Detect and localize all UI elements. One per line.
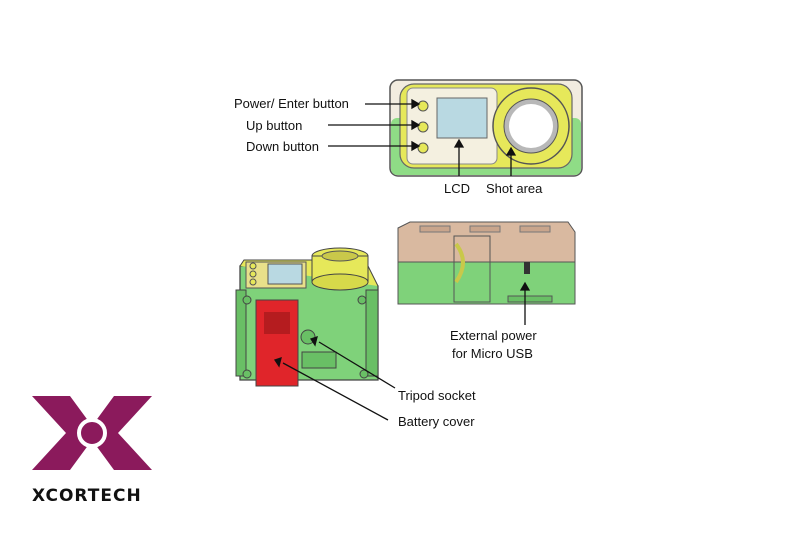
lcd-screen bbox=[436, 97, 488, 139]
down-button-shape bbox=[417, 142, 429, 154]
micro-usb-port bbox=[524, 262, 530, 274]
power-enter-button-label: Power/ Enter button bbox=[234, 96, 349, 111]
down-button-label: Down button bbox=[246, 139, 319, 154]
up-button-label: Up button bbox=[246, 118, 303, 133]
tripod-socket-label: Tripod socket bbox=[398, 388, 476, 403]
lcd-label: LCD bbox=[444, 181, 471, 196]
shot-area-label: Shot area bbox=[486, 181, 543, 196]
micro-usb-label: for Micro USB bbox=[452, 346, 533, 361]
brand-name: XCORTECH bbox=[32, 486, 142, 506]
external-power-label: External power bbox=[450, 328, 537, 343]
battery-cover-label: Battery cover bbox=[398, 414, 475, 429]
device-back-view bbox=[227, 238, 387, 390]
up-button-shape bbox=[417, 121, 429, 133]
xcortech-logo-icon bbox=[32, 396, 152, 470]
device-front-view bbox=[389, 79, 583, 177]
device-side-view bbox=[395, 218, 577, 310]
front-leader-lines bbox=[328, 98, 517, 176]
power-enter-button-shape bbox=[417, 100, 429, 112]
back-leader-lines bbox=[273, 281, 531, 421]
